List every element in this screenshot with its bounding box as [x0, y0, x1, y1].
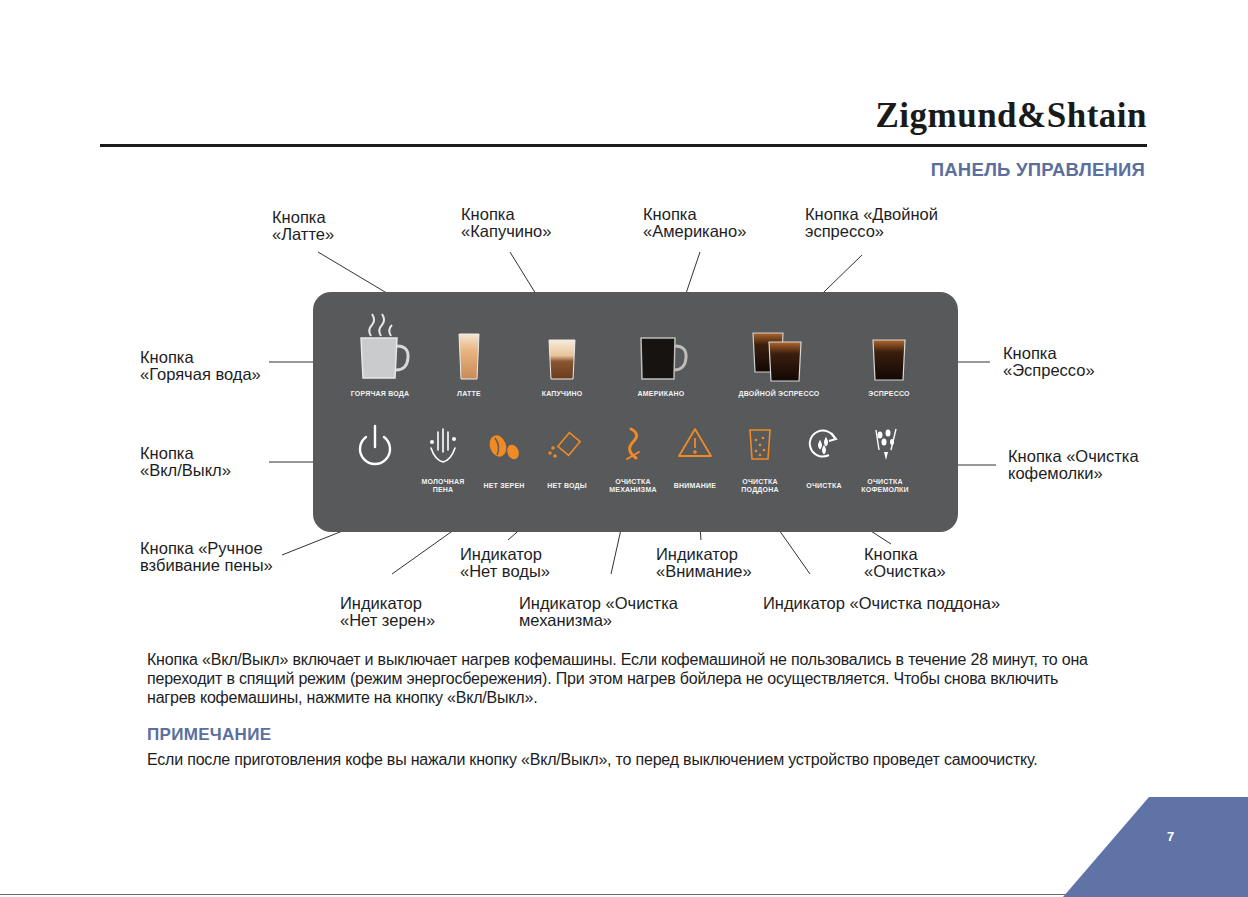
panel-label: ЭСПРЕССО — [868, 390, 909, 398]
callout-label: Индикатор «Очистка поддона» — [763, 595, 1000, 612]
page-title: ПАНЕЛЬ УПРАВЛЕНИЯ — [931, 159, 1145, 181]
brand-logo: Zigmund&Shtain — [875, 96, 1147, 136]
panel-label: МОЛОЧНАЯ ПЕНА — [421, 478, 464, 494]
panel-label: КАПУЧИНО — [542, 390, 583, 398]
corner-fill — [1063, 797, 1248, 897]
panel-label: АМЕРИКАНО — [638, 390, 685, 398]
callout-label: Кнопка «Ручное взбивание пены» — [140, 540, 276, 574]
body-text: Если после приготовления кофе вы нажали … — [147, 750, 1107, 769]
callout-label: Кнопка «Вкл/Выкл» — [140, 445, 234, 479]
panel-label: ОЧИСТКА МЕХАНИЗМА — [609, 478, 656, 494]
corner-shape — [1063, 797, 1248, 897]
callout-label: Индикатор «Очистка механизма» — [519, 595, 681, 629]
callout-label: Кнопка «Американо» — [643, 206, 750, 240]
control-panel: ГОРЯЧАЯ ВОДА ЛАТТЕ КАПУЧИНО АМЕРИКАНО ДВОЙНО… — [313, 292, 958, 532]
panel-label: ОЧИСТКА — [806, 482, 841, 490]
page-corner: 7 — [1063, 797, 1248, 897]
callout-label: Кнопка «Горячая вода» — [140, 349, 264, 383]
panel-label: НЕТ ЗЕРЕН — [483, 482, 524, 490]
panel-label: ДВОЙНОЙ ЭСПРЕССО — [739, 390, 820, 398]
callout-label: Кнопка «Очистка» — [864, 546, 949, 580]
body-text: Кнопка «Вкл/Выкл» включает и выключает н… — [147, 650, 1107, 707]
page-number: 7 — [1167, 829, 1174, 844]
callout-label: Кнопка «Капучино» — [461, 206, 555, 240]
callout-label: Кнопка «Очистка кофемолки» — [1008, 448, 1142, 482]
panel-icons — [313, 292, 958, 532]
callout-label: Индикатор «Нет воды» — [460, 546, 553, 580]
callout-label: Индикатор «Нет зерен» — [340, 595, 439, 629]
panel-label: НЕТ ВОДЫ — [547, 482, 587, 490]
callout-label: Индикатор «Внимание» — [656, 546, 755, 580]
panel-label: ОЧИСТКА КОФЕМОЛКИ — [861, 478, 908, 494]
callout-label: Кнопка «Двойной эспрессо» — [805, 206, 967, 240]
panel-label: ВНИМАНИЕ — [674, 482, 716, 490]
panel-label: ЛАТТЕ — [457, 390, 481, 398]
panel-label: ГОРЯЧАЯ ВОДА — [351, 390, 409, 398]
callout-label: Кнопка «Латте» — [272, 209, 338, 243]
panel-label: ОЧИСТКА ПОДДОНА — [741, 478, 778, 494]
callout-label: Кнопка «Эспрессо» — [1003, 345, 1098, 379]
note-heading: ПРИМЕЧАНИЕ — [147, 725, 271, 745]
